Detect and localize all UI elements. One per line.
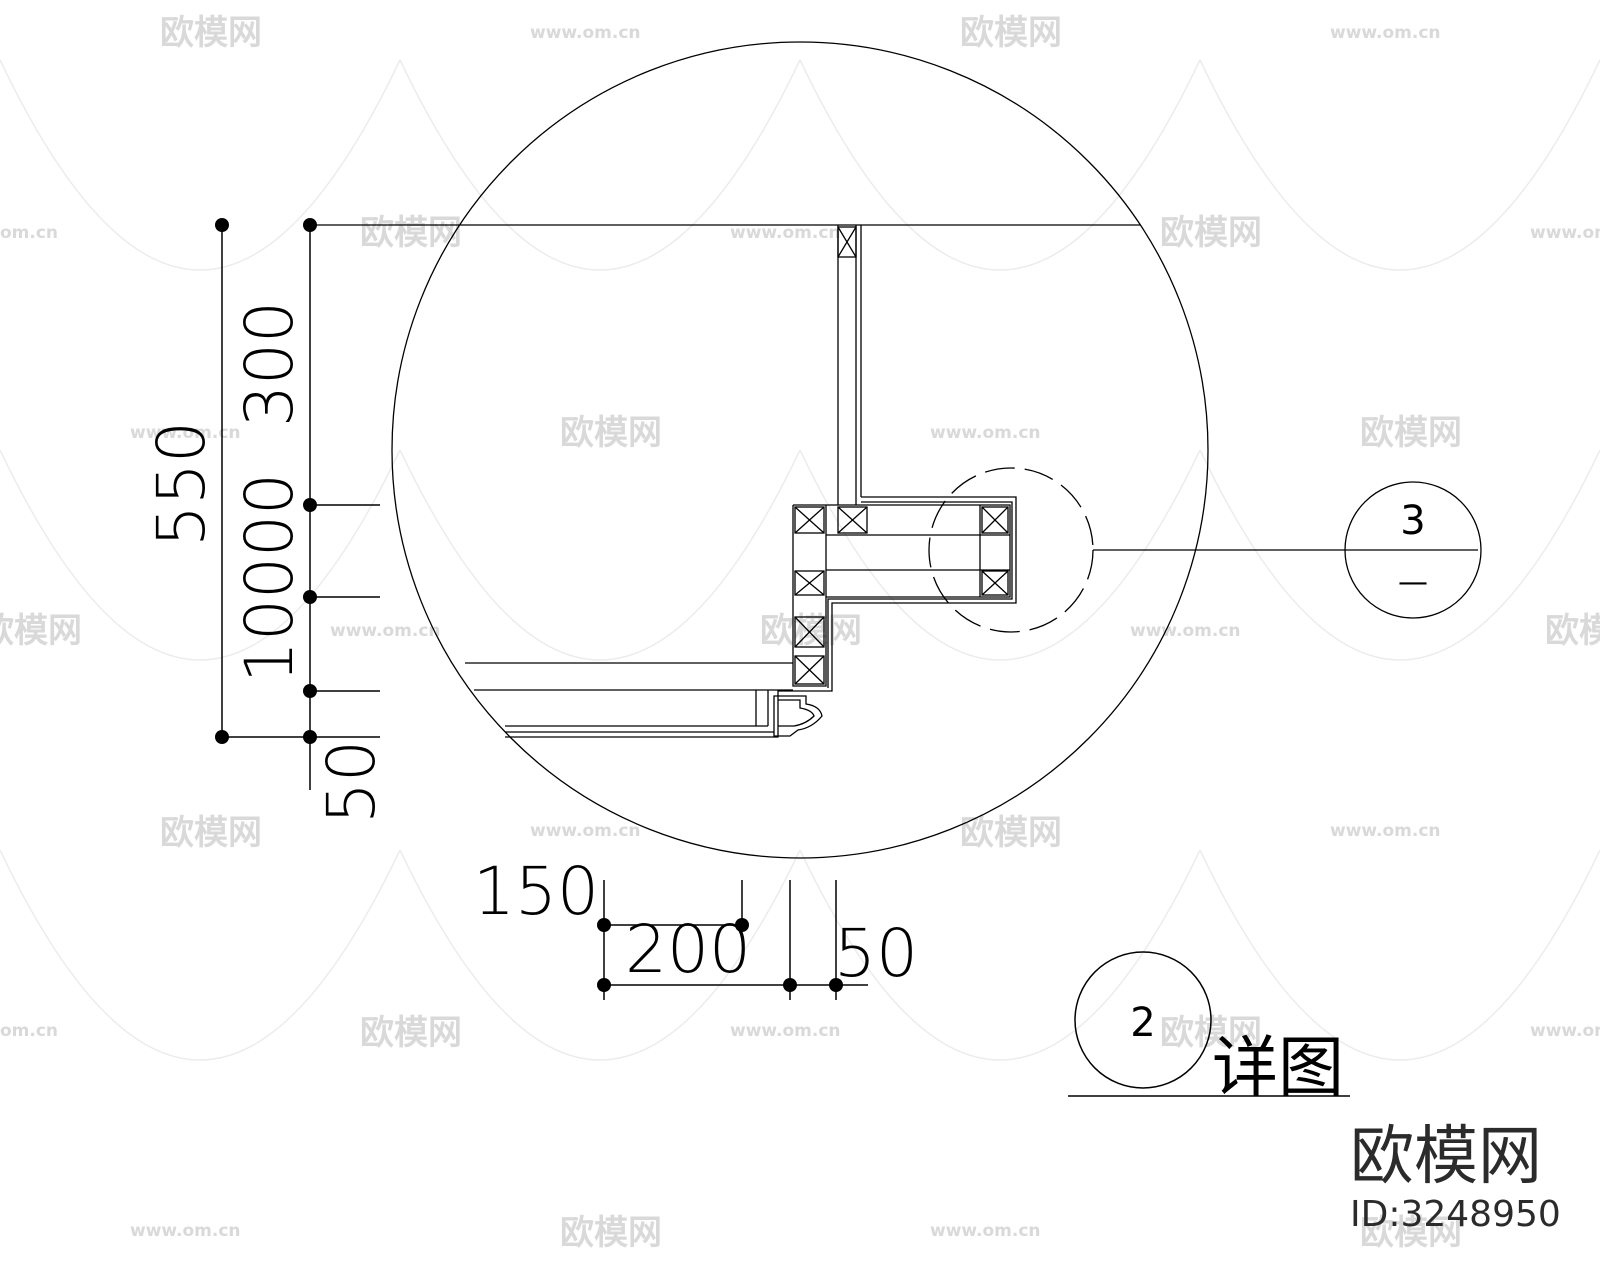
- watermark-brand: 欧模网: [360, 1013, 462, 1053]
- watermark-brand: 欧模网: [1360, 1213, 1462, 1253]
- watermark-site: www.om.cn: [130, 1221, 241, 1241]
- watermark-site: www.om.cn: [930, 423, 1041, 443]
- watermark-brand: 欧模网: [960, 813, 1062, 853]
- watermark-site: www.om.cn: [1530, 1021, 1600, 1041]
- dimension-300: 300: [231, 301, 308, 427]
- watermark-site: www.om.cn: [1530, 223, 1600, 243]
- title-symbol: [1068, 951, 1350, 1097]
- watermark-site: www.om.cn: [1330, 821, 1441, 841]
- watermark-brand: 欧模网: [1160, 213, 1262, 253]
- detail-callout-circle: [928, 467, 1094, 633]
- horizontal-dimension-dots: [597, 918, 843, 992]
- watermark-brand: 欧模网: [560, 413, 662, 453]
- watermark-brand: 欧模网: [0, 611, 82, 651]
- watermark-brand: 欧模网: [560, 1213, 662, 1253]
- watermark-site: www.om.cn: [130, 423, 241, 443]
- watermark-brand: 欧模网: [160, 813, 262, 853]
- watermark-site: www.om.cn: [1330, 23, 1441, 43]
- dimension-10000: 10000: [231, 473, 308, 683]
- callout-bubble: [1344, 481, 1482, 619]
- outer-contour-offset: [827, 501, 1013, 688]
- watermark-site: www.om.cn: [530, 23, 641, 43]
- watermark-brand: 欧模网: [1545, 611, 1600, 651]
- detail-drawing: [306, 41, 1482, 859]
- blocking-rect: [837, 226, 857, 258]
- dimension-50-vertical: 50: [313, 740, 390, 824]
- dimension-200: 200: [625, 911, 751, 988]
- watermark-site: www.om.cn: [730, 1021, 841, 1041]
- watermark-site: www.om.cn: [1130, 621, 1241, 641]
- moulding-profile: [773, 695, 823, 737]
- title-text: 详图: [1212, 1029, 1344, 1106]
- blocking-cross: [837, 226, 857, 258]
- watermark-brand: 欧模网: [160, 13, 262, 53]
- watermark-site: om.cn: [0, 223, 58, 243]
- watermark-brand: 欧模网: [960, 13, 1062, 53]
- model-id: ID:3248950: [1350, 1194, 1561, 1235]
- watermark-site: www.om.cn: [530, 821, 641, 841]
- brand-logo-text: 欧模网: [1350, 1120, 1542, 1194]
- watermark-site: www.om.cn: [930, 1221, 1041, 1241]
- outer-contour: [505, 496, 1017, 738]
- watermark-site: www.om.cn: [330, 621, 441, 641]
- dimension-550: 550: [143, 421, 220, 547]
- title-number: 2: [1130, 1000, 1155, 1046]
- moulding-profile-inner: [778, 699, 815, 727]
- watermark-site: www.om.cn: [730, 223, 841, 243]
- watermark-site: om.cn: [0, 1021, 58, 1041]
- callout-sheet: —: [1398, 565, 1428, 600]
- callout-number: 3: [1400, 498, 1425, 544]
- dimension-150: 150: [473, 853, 599, 930]
- watermark-layer: 欧模网 欧模网 欧模网 欧模网 欧模网 欧模网 欧模网 欧模网 欧模网 欧模网 …: [0, 13, 1600, 1253]
- vertical-dimension-dots: [215, 218, 317, 744]
- dimension-50-horizontal: 50: [834, 915, 918, 992]
- watermark-brand: 欧模网: [360, 213, 462, 253]
- watermark-brand: 欧模网: [1360, 413, 1462, 453]
- blocking-squares: [794, 506, 1009, 685]
- detail-boundary-circle: [391, 41, 1209, 859]
